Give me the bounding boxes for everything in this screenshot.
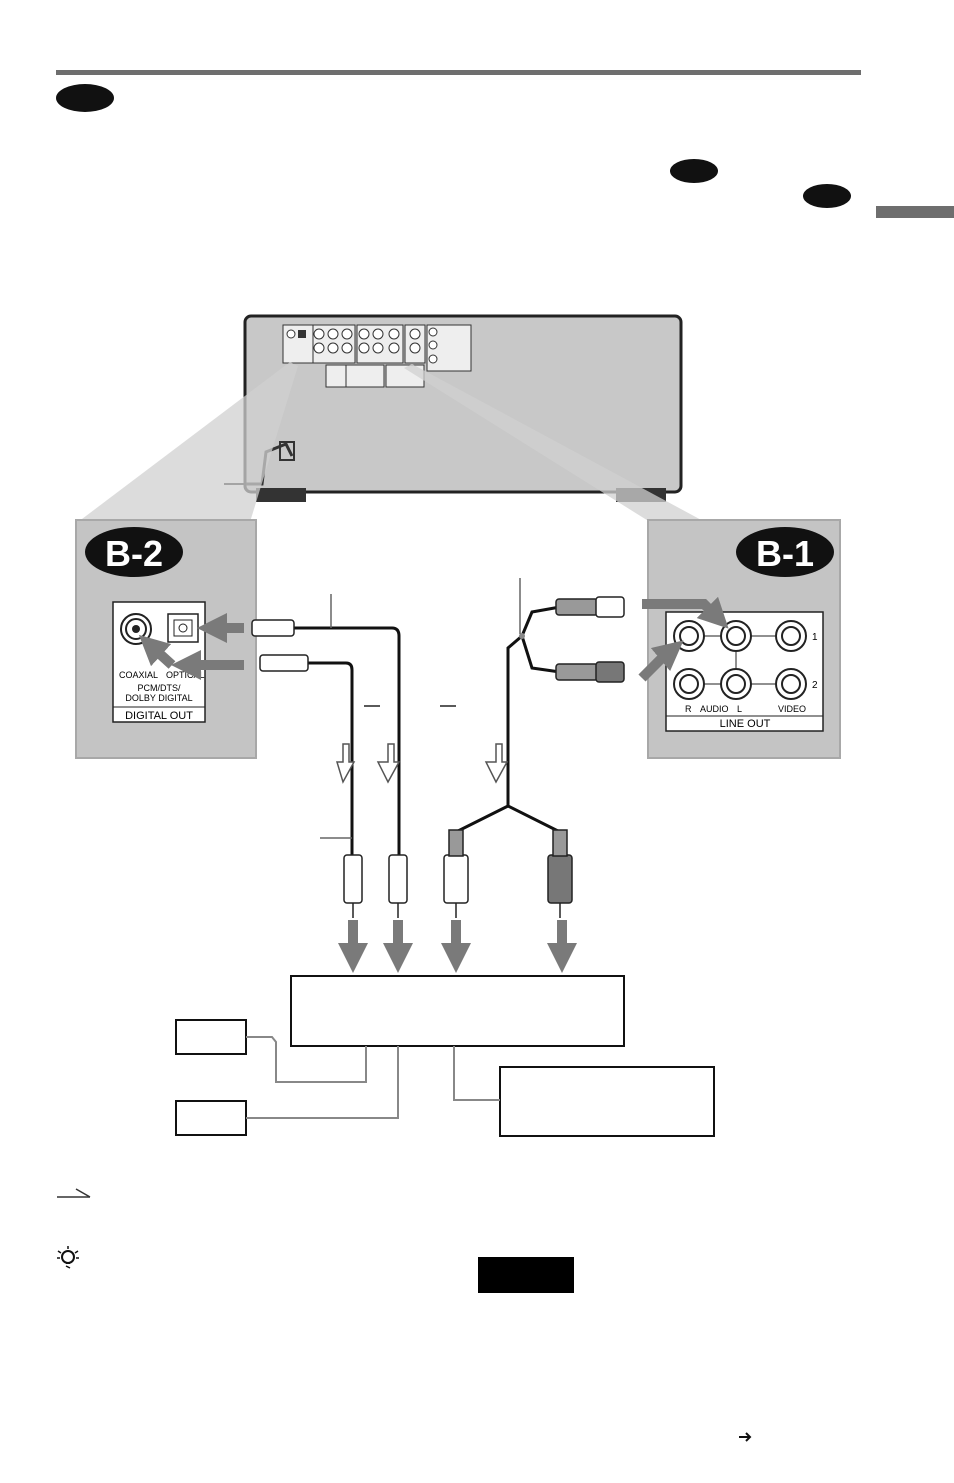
coaxial-label: COAXIAL	[119, 670, 158, 680]
panel-b1: B-1 1 2 R AUDIO L VIDEO LINE OUT	[647, 519, 841, 759]
b2-label: B-2	[105, 533, 163, 574]
optical-label: OPTICAL	[166, 670, 205, 680]
format-line2: DOLBY DIGITAL	[125, 693, 192, 703]
speaker-box-1	[175, 1019, 247, 1055]
receiver-box	[290, 975, 625, 1047]
digital-out-label: DIGITAL OUT	[125, 710, 193, 722]
row-1-label: 1	[812, 632, 818, 643]
row-2-label: 2	[812, 680, 818, 691]
header-rule	[56, 70, 861, 75]
r-label: R	[685, 704, 692, 714]
inline-badge-b2	[803, 184, 851, 208]
format-line1: PCM/DTS/	[137, 683, 181, 693]
panel-b2: B-2 COAXIAL OPTICAL PCM/DTS/ DOLBY DIGIT…	[75, 519, 257, 759]
l-label: L	[737, 704, 742, 714]
signal-flow-icon	[57, 1188, 91, 1198]
b1-callout-funnel	[404, 364, 705, 522]
video-label: VIDEO	[778, 704, 806, 714]
note-heading-block	[478, 1257, 574, 1293]
section-tab	[876, 206, 954, 218]
connection-diagram: B-2 COAXIAL OPTICAL PCM/DTS/ DOLBY DIGIT…	[75, 314, 841, 1137]
speaker-box-2	[175, 1100, 247, 1136]
b1-label: B-1	[756, 533, 814, 574]
inline-badge-b1	[670, 159, 718, 183]
audio-label: AUDIO	[700, 704, 729, 714]
b2-callout-funnel	[78, 362, 298, 522]
line-out-label: LINE OUT	[720, 718, 771, 730]
speaker-box-3	[499, 1066, 715, 1137]
step-badge	[56, 84, 114, 112]
arrow-right-icon	[739, 1432, 752, 1442]
tip-lightbulb-icon	[57, 1246, 79, 1269]
